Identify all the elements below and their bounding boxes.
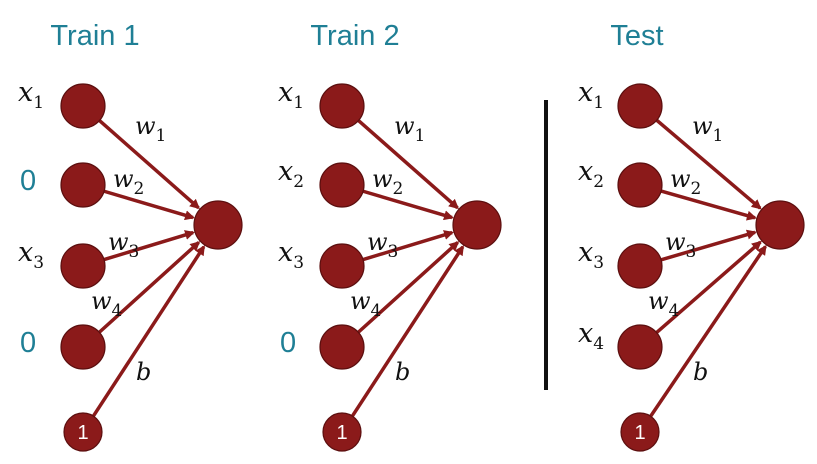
bias-weight-label: b xyxy=(136,358,151,386)
output-node xyxy=(193,200,243,250)
bias-node-label: 1 xyxy=(336,422,347,444)
input-label: x2 xyxy=(278,156,304,192)
bias-weight-label: b xyxy=(395,358,410,386)
output-node xyxy=(452,200,502,250)
input-node xyxy=(60,83,106,129)
weight-edge xyxy=(103,189,195,221)
dropped-input-zero: 0 xyxy=(20,165,36,197)
weight-label: w1 xyxy=(394,112,425,146)
weight-label: w3 xyxy=(108,228,139,262)
input-label: x3 xyxy=(278,237,304,273)
weight-edge xyxy=(357,119,459,210)
input-node xyxy=(319,243,365,289)
input-label: x3 xyxy=(578,237,604,273)
weight-edge xyxy=(98,119,200,210)
input-node xyxy=(319,324,365,370)
dropped-input-zero: 0 xyxy=(20,327,36,359)
panel-title: Test xyxy=(610,20,663,52)
weight-label: w4 xyxy=(648,287,679,321)
dropped-input-zero: 0 xyxy=(280,327,296,359)
weight-edge xyxy=(660,229,757,262)
weight-edge xyxy=(103,230,196,262)
input-label: x4 xyxy=(578,318,604,354)
input-label: x1 xyxy=(578,77,604,113)
weight-edge xyxy=(357,241,460,334)
weight-edge xyxy=(362,189,454,221)
bias-node xyxy=(63,412,103,452)
panel-2: Train 2x1 x2 x3 0 w1 w2 w3 w4 1 b xyxy=(278,20,502,452)
bias-node xyxy=(322,412,362,452)
input-node xyxy=(617,243,663,289)
weight-label: w1 xyxy=(692,112,723,146)
input-node xyxy=(319,162,365,208)
weight-edge xyxy=(362,230,455,262)
input-node xyxy=(60,243,106,289)
weight-edge xyxy=(660,189,757,221)
input-node xyxy=(60,162,106,208)
weight-label: w2 xyxy=(670,165,701,199)
panel-title: Train 1 xyxy=(50,20,139,52)
bias-edge xyxy=(350,245,465,418)
weight-label: w3 xyxy=(665,228,696,262)
input-label: x1 xyxy=(278,77,304,113)
output-node xyxy=(755,200,805,250)
input-label: x1 xyxy=(18,77,44,113)
input-node xyxy=(60,324,106,370)
bias-weight-label: b xyxy=(693,358,708,386)
weight-edge xyxy=(655,118,762,210)
bias-node-label: 1 xyxy=(634,422,645,444)
weight-label: w2 xyxy=(113,165,144,199)
weight-edge xyxy=(98,241,201,334)
weight-label: w3 xyxy=(367,228,398,262)
panel-1: Train 1x1 0 x3 0 w1 w2 w3 w4 1 b xyxy=(18,20,243,452)
input-label: x3 xyxy=(18,237,44,273)
bias-node xyxy=(620,412,660,452)
input-node xyxy=(617,324,663,370)
input-label: x2 xyxy=(578,156,604,192)
weight-label: w2 xyxy=(372,165,403,199)
bias-node-label: 1 xyxy=(77,422,88,444)
input-node xyxy=(319,83,365,129)
bias-edge xyxy=(649,244,767,418)
input-node xyxy=(617,162,663,208)
bias-edge xyxy=(91,245,206,418)
weight-label: w1 xyxy=(135,112,166,146)
weight-label: w4 xyxy=(91,287,122,321)
weight-label: w4 xyxy=(350,287,381,321)
input-node xyxy=(617,83,663,129)
weight-edge xyxy=(655,240,762,334)
panel-title: Train 2 xyxy=(310,20,399,52)
